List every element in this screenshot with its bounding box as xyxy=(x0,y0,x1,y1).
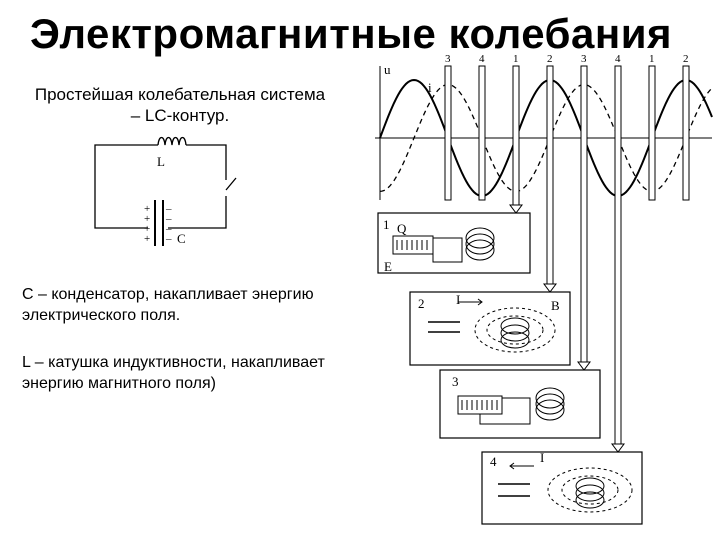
phase-arrow xyxy=(611,443,625,453)
oscillation-graph: u i 3 4 1 2 3 4 1 2 xyxy=(375,53,713,453)
panel-2-plates xyxy=(428,298,483,333)
u-label: u xyxy=(384,62,391,77)
inductor-label: L xyxy=(157,154,165,169)
phase-arrow xyxy=(543,283,557,293)
panel-1-coil xyxy=(465,227,495,261)
lc-circuit xyxy=(94,136,237,246)
panel-4-magnetic-field xyxy=(547,467,633,513)
panel-4: 4 I xyxy=(481,450,643,525)
phase-markers: 3 4 1 2 3 4 1 2 xyxy=(444,53,690,453)
panel-1-capacitor xyxy=(392,235,463,263)
panel-2-field-label: B xyxy=(551,298,560,313)
phase-bar xyxy=(546,65,554,285)
panel-3: 3 xyxy=(439,369,601,439)
panel-4-current-label: I xyxy=(540,450,544,465)
panel-2-coil xyxy=(500,317,530,349)
phase-bar xyxy=(478,65,486,201)
panel-2-current-label: I xyxy=(456,292,460,307)
page-title: Электромагнитные колебания xyxy=(30,10,673,57)
phase-label: 1 xyxy=(513,53,519,65)
phase-arrow xyxy=(509,204,523,214)
phase-label: 4 xyxy=(479,53,485,65)
phase-bar xyxy=(512,65,520,206)
panel-4-number: 4 xyxy=(490,454,497,469)
phase-bar xyxy=(682,65,690,201)
svg-text:–: – xyxy=(165,213,172,225)
svg-text:+: + xyxy=(144,213,150,225)
inductor-description: L – катушка индуктивности, накапливает э… xyxy=(22,354,325,392)
phase-label: 2 xyxy=(547,53,553,65)
voltage-curve xyxy=(379,78,713,198)
circuit-subtitle: Простейшая колебательная система – LC-ко… xyxy=(34,85,326,125)
panel-4-plates xyxy=(498,462,534,497)
svg-text:–: – xyxy=(165,223,172,235)
panel-3-capacitor xyxy=(457,395,531,425)
inductor-coil xyxy=(157,136,187,146)
phase-bar xyxy=(444,65,452,201)
phase-arrow xyxy=(577,361,591,371)
capacitor-description: С – конденсатор, накапливает энергию эле… xyxy=(22,286,314,324)
svg-text:+: + xyxy=(144,203,150,215)
svg-text:–: – xyxy=(165,203,172,215)
phase-label: 4 xyxy=(615,53,621,65)
capacitor-label: C xyxy=(177,231,186,246)
panel-4-coil xyxy=(575,477,605,509)
phase-bar xyxy=(614,65,622,445)
current-curve xyxy=(379,83,713,193)
svg-text:+: + xyxy=(144,223,150,235)
capacitor-charges: + + + + – – – – xyxy=(144,203,172,245)
panel-1: 1 Q E xyxy=(377,212,531,274)
panel-2-number: 2 xyxy=(418,296,425,311)
panel-1-charge-label: Q xyxy=(397,221,407,236)
panel-2-magnetic-field xyxy=(474,307,556,353)
panel-1-number: 1 xyxy=(383,217,390,232)
i-label: i xyxy=(428,80,432,95)
phase-label: 3 xyxy=(445,53,451,65)
panel-3-coil xyxy=(535,387,565,421)
panel-3-number: 3 xyxy=(452,374,459,389)
phase-label: 3 xyxy=(581,53,587,65)
svg-text:–: – xyxy=(165,233,172,245)
phase-bar xyxy=(580,65,588,363)
phase-label: 2 xyxy=(683,53,689,65)
panel-1-field-label: E xyxy=(384,259,392,274)
phase-bar xyxy=(648,65,656,201)
phase-label: 1 xyxy=(649,53,655,65)
panel-2: 2 I B xyxy=(409,291,571,366)
svg-text:+: + xyxy=(144,233,150,245)
